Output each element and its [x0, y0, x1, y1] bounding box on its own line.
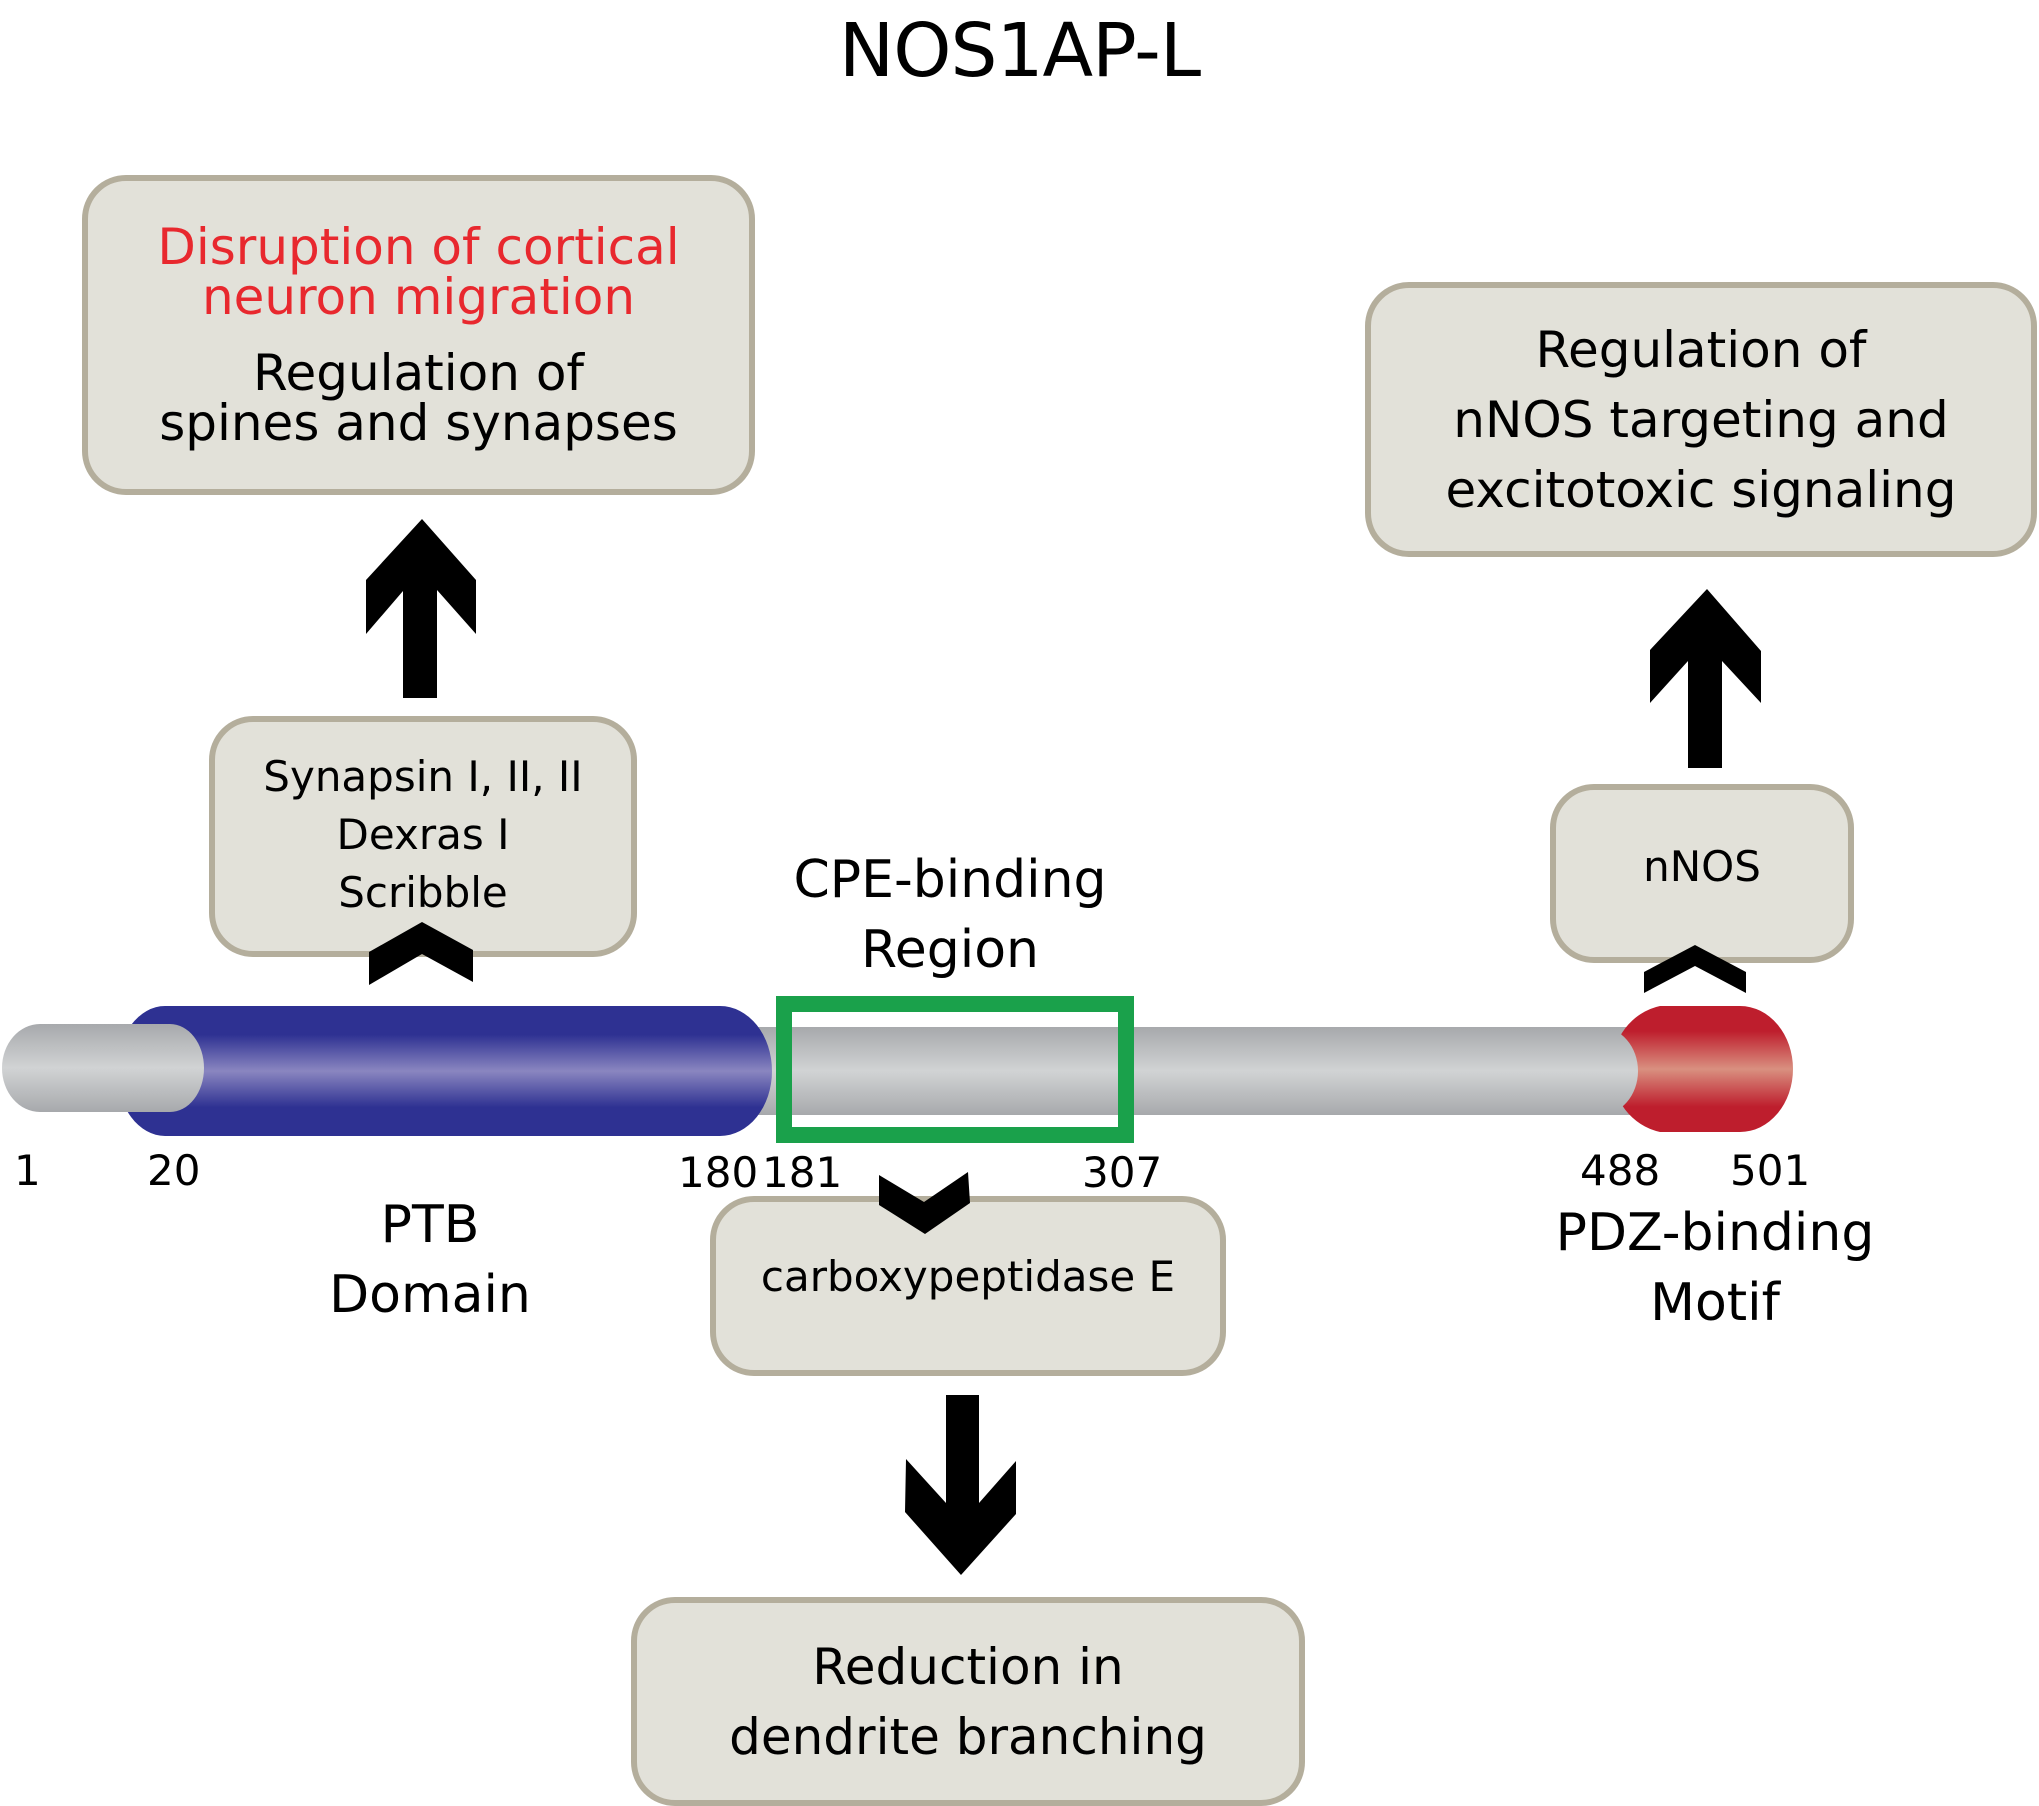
pdz-motif-segment	[1611, 1006, 1793, 1132]
ptb-partners-box: Synapsin I, II, II Dexras I Scribble	[209, 716, 637, 957]
partner-line: Synapsin I, II, II	[263, 752, 583, 801]
domain-label-line: PDZ-binding	[1555, 1203, 1875, 1263]
ptb-domain-segment	[117, 1006, 772, 1136]
effect-highlight-line: neuron migration	[201, 268, 636, 326]
pdz-effect-box: Regulation of nNOS targeting and excitot…	[1365, 282, 2037, 557]
domain-label-cpe: CPE-binding Region	[780, 845, 1120, 985]
partner-line: nNOS	[1643, 842, 1761, 891]
effect-line: Regulation of	[252, 344, 585, 402]
n-terminus-segment	[2, 1024, 204, 1112]
domain-label-line: CPE-binding	[793, 850, 1107, 910]
partner-line: Scribble	[338, 868, 508, 917]
residue-position-label: 1	[14, 1146, 41, 1195]
arrow-down-icon	[905, 1395, 1016, 1575]
ptb-effect-box: Disruption of cortical neuron migration …	[82, 175, 755, 495]
residue-position-label: 488	[1580, 1146, 1661, 1195]
domain-label-ptb: PTB Domain	[280, 1190, 580, 1330]
domain-label-line: Motif	[1650, 1273, 1780, 1333]
cpe-effect-box: Reduction in dendrite branching	[631, 1597, 1305, 1806]
residue-position-label: 501	[1730, 1146, 1811, 1195]
residue-position-label: 307	[1082, 1148, 1163, 1197]
arrow-up-icon	[366, 519, 476, 698]
effect-line: excitotoxic signaling	[1445, 460, 1957, 519]
domain-label-line: Region	[860, 920, 1039, 980]
effect-line: Regulation of	[1535, 320, 1867, 379]
effect-line: dendrite branching	[729, 1707, 1207, 1766]
diagram-title: NOS1AP-L	[838, 8, 1201, 94]
residue-position-label: 180	[678, 1148, 759, 1197]
domain-label-line: Domain	[329, 1265, 531, 1325]
effect-line: nNOS targeting and	[1453, 390, 1949, 449]
residue-position-label: 181	[762, 1148, 843, 1197]
partner-line: carboxypeptidase E	[760, 1252, 1176, 1301]
residue-position-label: 20	[147, 1146, 201, 1195]
pdz-partner-box: nNOS	[1550, 784, 1854, 963]
effect-line: Reduction in	[812, 1637, 1124, 1696]
arrow-up-icon	[1650, 589, 1761, 768]
cpe-binding-region-frame	[776, 996, 1134, 1143]
effect-highlight-line: Disruption of cortical	[157, 218, 680, 276]
backbone-right-end	[1500, 1027, 1638, 1115]
effect-line: spines and synapses	[159, 394, 678, 452]
domain-label-line: PTB	[380, 1195, 480, 1255]
partner-line: Dexras I	[336, 810, 510, 859]
domain-label-pdz: PDZ-binding Motif	[1540, 1198, 1890, 1338]
cpe-partner-box: carboxypeptidase E	[710, 1196, 1226, 1376]
